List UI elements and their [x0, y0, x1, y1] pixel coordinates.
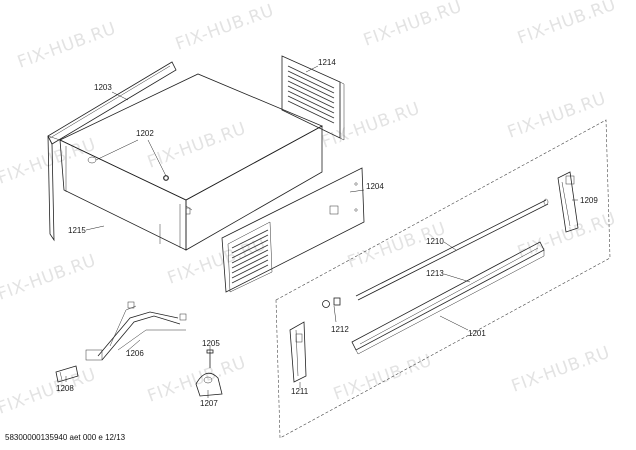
callout-1211: 1211 — [291, 387, 309, 396]
callout-1203: 1203 — [94, 83, 112, 92]
callout-1206: 1206 — [126, 349, 144, 358]
watermark: FIX-HUB.RU — [515, 209, 619, 263]
watermark: FIX-HUB.RU — [15, 19, 119, 73]
part-1204-front-panel — [221, 167, 365, 293]
drawing-reference-footer: 58300000135940 aet 000 e 12/13 — [5, 433, 126, 442]
callout-1201: 1201 — [468, 329, 486, 338]
watermark: FIX-HUB.RU — [173, 1, 277, 55]
part-1203-side-frame — [47, 61, 177, 242]
assembly-group-1201-outline — [275, 119, 611, 439]
callout-1209: 1209 — [580, 196, 598, 205]
watermark: FIX-HUB.RU — [145, 353, 249, 407]
watermark: FIX-HUB.RU — [509, 343, 613, 397]
part-1215-housing-box — [47, 73, 323, 251]
callout-1212: 1212 — [331, 325, 349, 334]
leader-lines — [65, 65, 578, 398]
part-1209-bracket — [557, 171, 579, 233]
callout-1202: 1202 — [136, 129, 154, 138]
watermark: FIX-HUB.RU — [0, 135, 99, 189]
part-1207-clamp — [195, 372, 223, 397]
part-1211-end-bracket — [289, 321, 307, 383]
part-1210-rod — [355, 198, 549, 301]
watermark: FIX-HUB.RU — [0, 251, 99, 305]
watermark-layer: FIX-HUB.RU FIX-HUB.RU FIX-HUB.RU FIX-HUB… — [0, 0, 619, 419]
part-1213-trim-strip — [351, 241, 545, 355]
part-1214-rear-grille — [281, 55, 345, 141]
part-1206-wiring-harness — [85, 301, 187, 361]
callout-1213: 1213 — [426, 269, 444, 278]
callout-1210: 1210 — [426, 237, 444, 246]
part-1212-fitting — [322, 297, 341, 308]
watermark: FIX-HUB.RU — [0, 365, 99, 419]
callout-1214: 1214 — [318, 58, 336, 67]
callout-1204: 1204 — [366, 182, 384, 191]
watermark: FIX-HUB.RU — [361, 0, 465, 51]
callout-1215: 1215 — [68, 226, 86, 235]
callout-1207: 1207 — [200, 399, 218, 408]
watermark: FIX-HUB.RU — [515, 0, 619, 49]
callout-labels: 1203 1202 1215 1214 1204 1209 1210 1213 … — [56, 58, 598, 408]
callout-1205: 1205 — [202, 339, 220, 348]
watermark: FIX-HUB.RU — [505, 89, 609, 143]
part-1208-connector — [55, 365, 79, 383]
callout-1208: 1208 — [56, 384, 74, 393]
watermark: FIX-HUB.RU — [331, 351, 435, 405]
watermark: FIX-HUB.RU — [319, 99, 423, 153]
